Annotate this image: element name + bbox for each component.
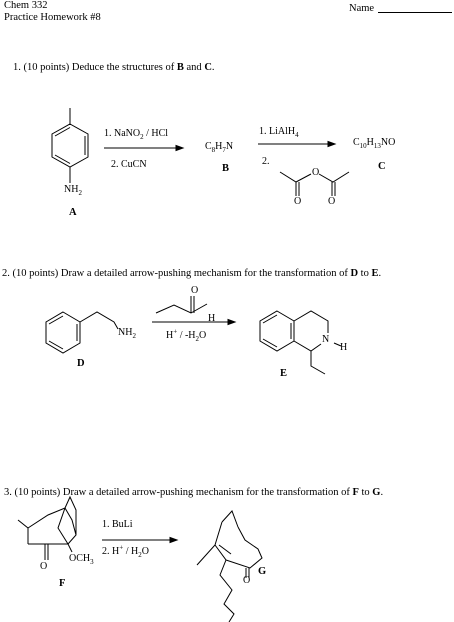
formula-c-sub1: 10: [359, 142, 367, 150]
q3-reagent-2-sub: 2: [138, 551, 142, 559]
label-b: B: [222, 163, 230, 174]
q3-reagent-2-tail: O: [141, 546, 149, 557]
reaction-arrow-3: [152, 318, 237, 326]
ketone-o-g: O: [243, 575, 251, 586]
q1-prompt-period: .: [211, 62, 215, 73]
q1-reagent-3-text: 1. LiAlH: [259, 126, 296, 137]
q2-cond-mid: / -H: [177, 330, 196, 341]
formula-b-c: C: [205, 141, 212, 152]
ring-nh: H: [340, 342, 348, 353]
butanal-structure: [155, 296, 208, 314]
formula-b-sub1: 8: [211, 146, 216, 154]
q3-prompt-period: .: [380, 487, 384, 498]
aldehyde-h: H: [208, 313, 216, 324]
compound-g-structure: [196, 510, 263, 622]
q3-prompt-text: 3. (10 points) Draw a detailed arrow-pus…: [4, 487, 353, 498]
nh2-a: NH2: [64, 184, 82, 197]
formula-b-sub2: 7: [222, 146, 226, 154]
q2-prompt-text: 2. (10 points) Draw a detailed arrow-pus…: [2, 268, 351, 279]
course-label: Chem 332: [4, 0, 48, 11]
reaction-arrow-4: [102, 536, 179, 544]
q2-prompt-d: D: [350, 268, 359, 279]
label-f: F: [59, 578, 66, 589]
formula-c-no: NO: [380, 137, 396, 148]
label-e: E: [280, 368, 288, 379]
methoxy-text: OCH: [69, 553, 91, 564]
q2-cond-h: H: [166, 330, 174, 341]
q3-reagent-2-sup: +: [119, 543, 124, 552]
q1-prompt-b: B: [176, 62, 184, 73]
question-2-prompt: 2. (10 points) Draw a detailed arrow-pus…: [2, 268, 381, 280]
q2-conditions: H+ / -H2O: [166, 327, 207, 343]
name-label: Name: [349, 3, 375, 14]
formula-c: C10H13NO: [353, 137, 396, 150]
q1-prompt-and: and: [183, 62, 205, 73]
q3-prompt-g: G: [372, 487, 381, 498]
q2-cond-o: O: [199, 330, 207, 341]
nh2-a-sub: 2: [78, 189, 82, 197]
aldehyde-o: O: [191, 285, 199, 296]
formula-b-n: N: [225, 141, 234, 152]
q3-reagent-2-text: 2. H: [102, 546, 120, 557]
q2-prompt-e: E: [371, 268, 379, 279]
formula-c-h: H: [366, 137, 374, 148]
question-3-prompt: 3. (10 points) Draw a detailed arrow-pus…: [4, 487, 383, 499]
nh2-d-sub: 2: [132, 332, 136, 340]
q3-prompt-f: F: [352, 487, 359, 498]
q1-reagent-1: 1. NaNO2 / HCl: [104, 128, 169, 141]
q1-reagent-4: 2.: [262, 156, 270, 167]
q1-prompt-text: 1. (10 points) Deduce the structures of: [13, 62, 177, 73]
compound-d-structure: [45, 311, 119, 354]
formula-c-c: C: [353, 137, 360, 148]
q1-reagent-1-text: 1. NaNO: [104, 128, 141, 139]
q2-cond-sup: +: [173, 327, 178, 336]
reaction-arrow-1: [104, 144, 185, 152]
acetic-anhydride-structure: [279, 171, 350, 196]
q2-prompt-to: to: [358, 268, 372, 279]
nh2-d: NH2: [118, 327, 136, 340]
q3-prompt-to: to: [358, 487, 373, 498]
nh2-d-text: NH: [118, 327, 133, 338]
label-g: G: [258, 566, 267, 577]
q3-reagent-1: 1. BuLi: [102, 519, 133, 530]
formula-b: C8H7N: [205, 141, 234, 154]
formula-c-sub2: 13: [373, 142, 381, 150]
reaction-arrow-2: [258, 140, 337, 148]
q1-reagent-3: 1. LiAlH4: [259, 126, 299, 139]
q1-reagent-2: 2. CuCN: [111, 159, 147, 170]
q3-reagent-2-mid: / H: [123, 546, 139, 557]
q3-reagent-2: 2. H+ / H2O: [102, 543, 149, 559]
label-c: C: [378, 161, 386, 172]
ring-n: N: [322, 334, 330, 345]
anhydride-o-left: O: [294, 196, 302, 207]
compound-f-structure: [17, 495, 77, 560]
compound-e-structure: [259, 310, 342, 375]
q1-prompt-c: C: [204, 62, 212, 73]
nh2-a-text: NH: [64, 184, 79, 195]
q1-reagent-1-sub: 2: [140, 133, 144, 141]
question-1-prompt: 1. (10 points) Deduce the structures of …: [13, 62, 215, 74]
compound-a-structure: [51, 108, 89, 183]
q1-reagent-1-tail: / HCl: [143, 128, 169, 139]
label-d: D: [77, 358, 85, 369]
methoxy-sub: 3: [90, 558, 94, 566]
ketone-o-f: O: [40, 561, 48, 572]
name-blank: [378, 12, 452, 13]
methoxy-f: OCH3: [69, 553, 94, 566]
formula-b-h: H: [215, 141, 223, 152]
anhydride-o-right: O: [328, 196, 336, 207]
q1-reagent-3-sub: 4: [295, 131, 299, 139]
label-a: A: [69, 207, 77, 218]
anhydride-bridge-o: O: [312, 167, 320, 178]
q2-prompt-period: .: [378, 268, 382, 279]
q2-cond-sub: 2: [195, 335, 200, 343]
homework-title: Practice Homework #8: [4, 12, 101, 23]
